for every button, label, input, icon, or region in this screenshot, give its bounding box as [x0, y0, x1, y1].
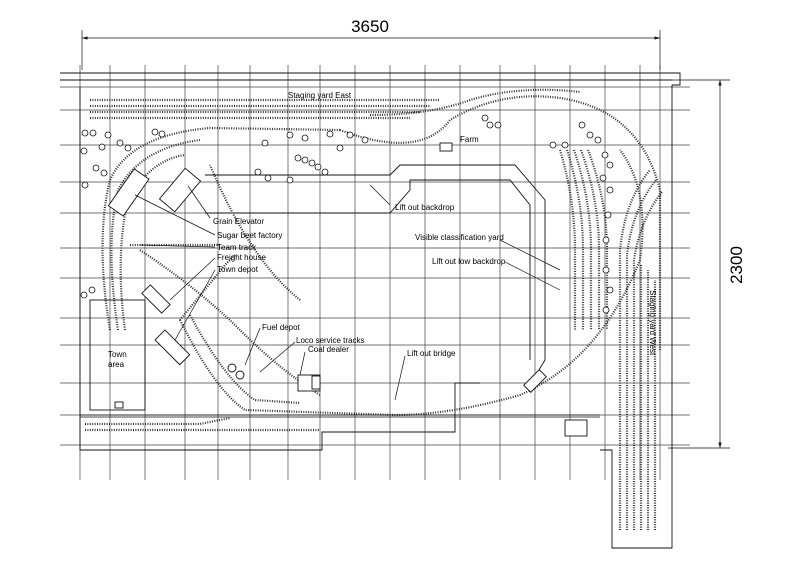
label-freight-house: Freight house	[217, 253, 266, 262]
height-dimension-label: 2300	[727, 246, 746, 284]
town-area-outline	[89, 299, 146, 411]
leaders	[134, 184, 561, 401]
label-town-area-line2: area	[108, 360, 125, 369]
freight-house-building	[141, 284, 171, 314]
yard-building	[564, 419, 588, 437]
label-team-track: Team track	[217, 243, 257, 252]
classification-yard	[558, 149, 609, 330]
buildings	[107, 142, 588, 437]
bottom-tracks	[80, 414, 600, 432]
staging-yard-east	[90, 98, 440, 120]
label-lift-out-backdrop: Lift out backdrop	[395, 203, 455, 212]
labels: Staging yard East Farm Lift out backdrop…	[108, 91, 657, 369]
dimension-height: 2300	[668, 79, 746, 449]
sugar-beet-factory-building	[107, 168, 150, 217]
grid	[60, 65, 690, 480]
label-town-depot: Town depot	[217, 265, 259, 274]
benchwork-outline	[60, 72, 681, 549]
staging-yard-west	[618, 169, 663, 530]
label-staging-yard-east: Staging yard East	[288, 91, 352, 100]
farm-building	[439, 142, 453, 152]
fuel-tank	[227, 363, 237, 373]
label-staging-yard-west: Staging yard West	[648, 290, 657, 356]
fuel-tank-2	[235, 370, 245, 380]
label-town-area-line1: Town	[108, 350, 127, 359]
label-farm: Farm	[460, 135, 479, 144]
trees	[80, 114, 614, 314]
town-shed	[114, 401, 124, 409]
label-lift-out-bridge: Lift out bridge	[407, 349, 456, 358]
width-dimension-label: 3650	[351, 17, 389, 36]
label-sugar-beet-factory: Sugar beet factory	[217, 231, 282, 240]
label-grain-elevator: Grain Elevator	[213, 217, 264, 226]
label-loco-service-tracks: Loco service tracks	[296, 336, 364, 345]
town-depot-building	[154, 329, 191, 366]
engine-house	[523, 369, 547, 393]
label-lift-out-low-backdrop: Lift out low backdrop	[432, 257, 506, 266]
grain-elevator-building	[158, 167, 202, 213]
main-line	[101, 88, 662, 417]
label-visible-classification-yard: Visible classification yard	[415, 233, 504, 242]
label-coal-dealer: Coal dealer	[308, 345, 349, 354]
dimension-width: 3650	[81, 17, 661, 70]
coal-dealer-bin	[311, 375, 321, 390]
label-fuel-depot: Fuel depot	[262, 323, 301, 332]
